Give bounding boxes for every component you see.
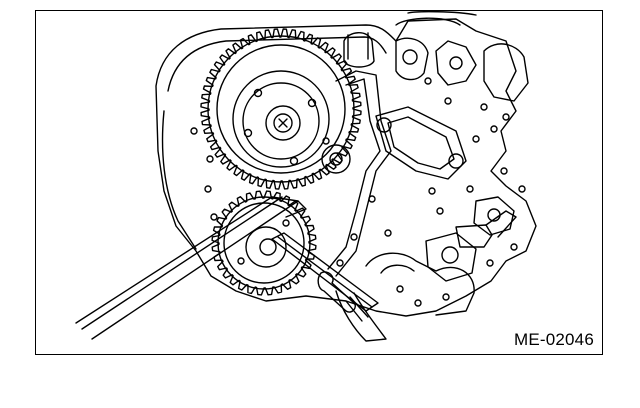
crank-hub: [245, 226, 287, 268]
cam-hole-2: [307, 98, 317, 108]
cover-edge-left: [161, 110, 197, 250]
crank-bolt: [259, 238, 277, 256]
block-inner-contour: [167, 36, 387, 92]
pump-housing-inner: [380, 264, 415, 274]
bolt-holes: [190, 77, 526, 307]
cam-sprocket-hub: [232, 70, 330, 168]
cover-edge-step: [335, 70, 392, 277]
right-nozzle-tip: [485, 210, 517, 238]
holder-bar-top: [75, 196, 273, 324]
holder-bar-tip: [271, 196, 307, 218]
idler-pulley: [321, 144, 351, 174]
figure-frame: ME-02046: [35, 10, 603, 355]
idler-bracket-inner: [387, 116, 455, 170]
top-right-plate: [483, 43, 529, 102]
cam-hub-inner: [242, 82, 320, 160]
cover-edge-step-inner: [327, 78, 381, 270]
idler-pulley-center: [329, 152, 343, 166]
right-nozzle: [455, 224, 493, 248]
cam-hole-3: [289, 156, 299, 166]
crank-sprocket-rim: [223, 202, 305, 284]
crank-tooth-profile: [211, 190, 317, 296]
top-edge-arc: [407, 11, 477, 16]
right-boss-1: [473, 196, 515, 236]
cam-cap-shaft: [347, 32, 369, 60]
head-stud-group: [435, 40, 477, 86]
cam-hole-1: [243, 128, 253, 138]
cam-hole-4: [253, 88, 263, 98]
crank-sprocket-teeth: [211, 190, 317, 296]
tensioner-body: [425, 232, 477, 282]
figure-code-label: ME-02046: [511, 330, 596, 350]
wrench-handle-grip: [345, 296, 369, 322]
holder-bar-inner: [81, 196, 283, 330]
wrench-handle: [335, 290, 387, 342]
head-boss-bolt: [402, 49, 418, 65]
cam-sprocket-teeth: [200, 28, 362, 190]
crank-hole-1: [237, 257, 245, 265]
cam-bolt-detail: [278, 118, 288, 128]
idler-bolt-1: [376, 117, 392, 133]
crank-hole-2: [282, 219, 290, 227]
tensioner-pivot: [441, 246, 459, 264]
head-stud: [449, 56, 463, 70]
engine-line-drawing: [75, 11, 537, 342]
top-arch: [395, 17, 461, 26]
holder-bar-bottom: [91, 200, 299, 340]
cam-cap-top: [343, 32, 375, 68]
cam-bolt-ring: [265, 105, 301, 141]
cam-hole-5: [322, 137, 330, 145]
socket-wrench-body: [271, 232, 379, 312]
cam-sprocket-rim: [216, 44, 346, 174]
idler-bracket: [375, 106, 467, 180]
cam-tooth-profile: [200, 28, 362, 190]
cam-bolt: [273, 113, 293, 133]
pump-housing: [365, 252, 475, 316]
head-boss: [395, 37, 429, 81]
idler-bolt-2: [448, 153, 464, 169]
